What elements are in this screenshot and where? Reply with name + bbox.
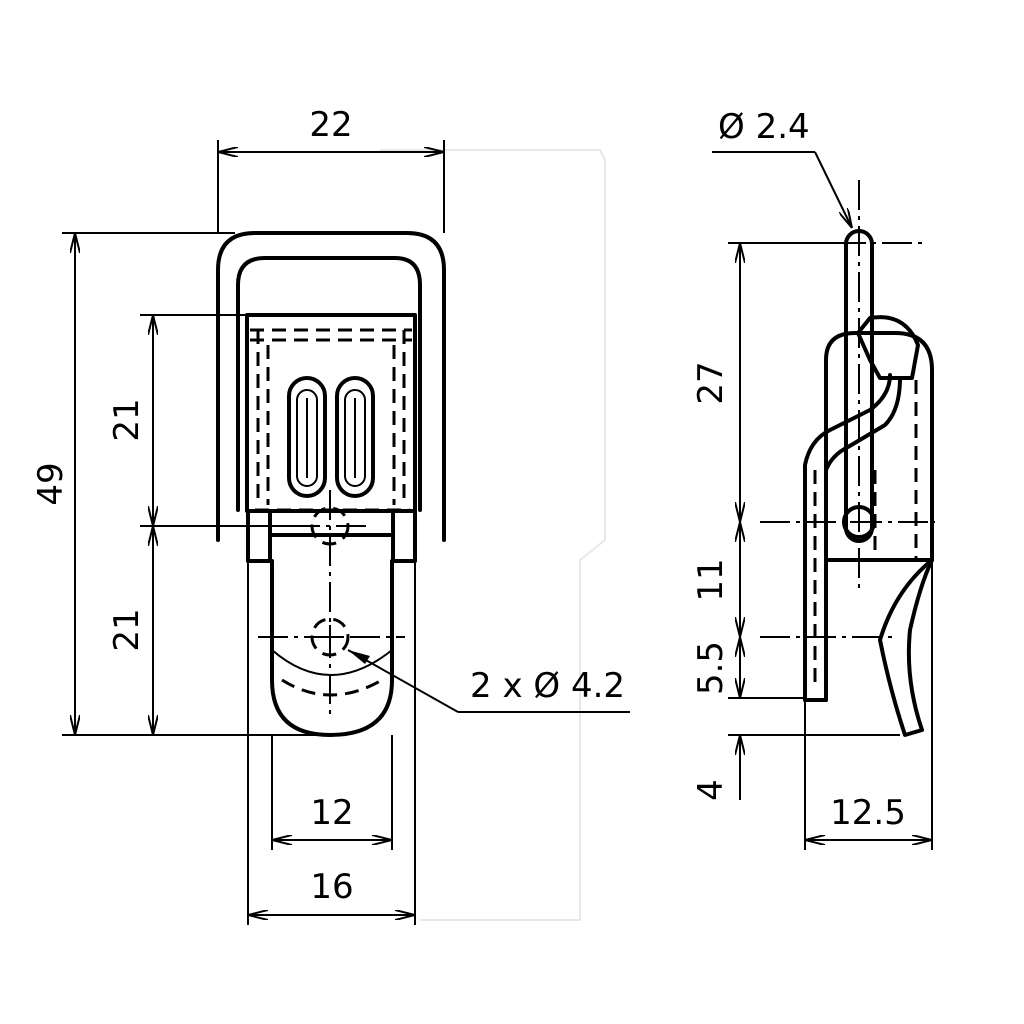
dim-pin-diameter: Ø 2.4 [718, 107, 810, 147]
front-slot-right [335, 376, 375, 498]
dim-height-5-5: 5.5 [691, 641, 731, 695]
dim-height-4: 4 [691, 779, 731, 801]
dim-depth: 12.5 [830, 793, 906, 833]
front-body-plate [245, 313, 417, 513]
dim-height-11: 11 [691, 558, 731, 601]
dim-hole-callout: 2 x Ø 4.2 [470, 666, 625, 706]
front-dimensions: 22 49 21 21 2 x Ø 4.2 12 16 [31, 105, 630, 925]
ghost-outline [380, 149, 606, 921]
side-housing [824, 331, 934, 562]
dim-height-upper: 21 [107, 398, 147, 441]
side-dimensions: Ø 2.4 27 11 5.5 4 12.5 [691, 107, 933, 850]
dim-width-tongue-outer: 16 [310, 867, 353, 907]
dim-width-top: 22 [309, 105, 352, 145]
side-lever [878, 558, 934, 737]
front-slot-left [287, 376, 327, 498]
front-view [216, 231, 446, 737]
front-inner-frame [236, 256, 422, 512]
front-outer-frame [216, 231, 446, 542]
dim-height-lower: 21 [107, 608, 147, 651]
side-view [760, 180, 935, 737]
front-tongue [270, 559, 394, 737]
dim-height-27: 27 [691, 361, 731, 404]
dim-height-total: 49 [31, 462, 71, 505]
dim-width-tongue-inner: 12 [310, 793, 353, 833]
